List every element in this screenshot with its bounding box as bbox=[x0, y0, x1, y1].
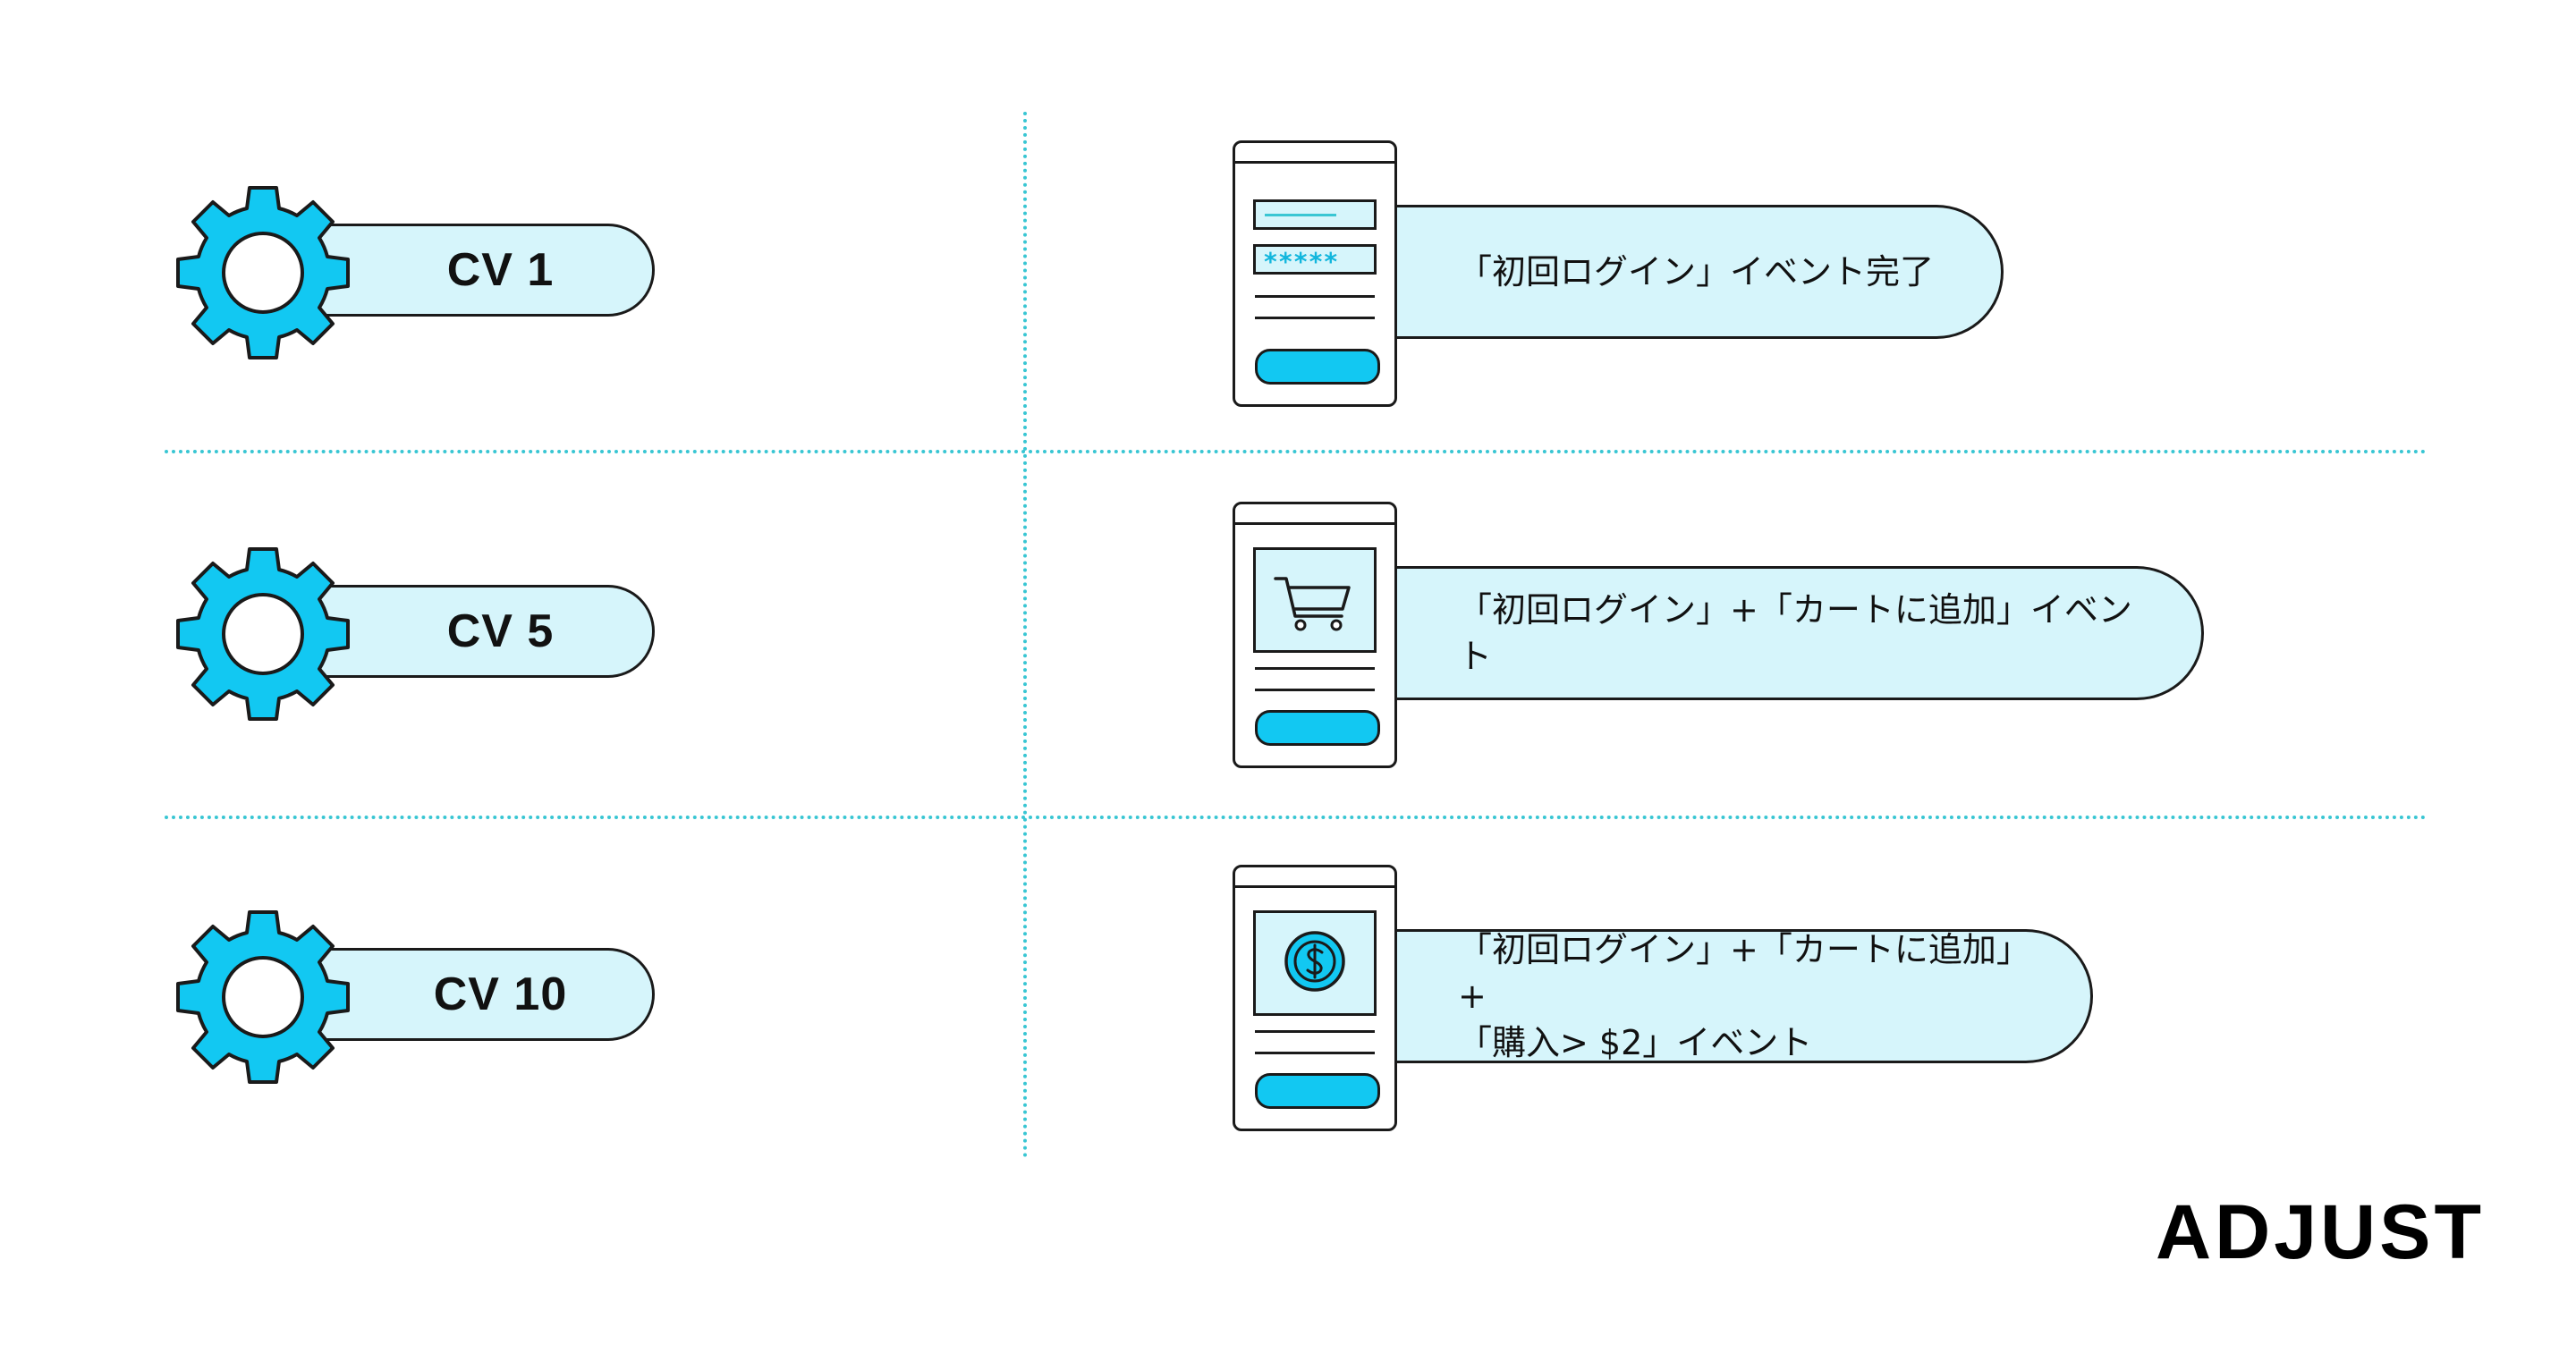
phone-status-bar bbox=[1235, 522, 1394, 525]
gear-icon bbox=[176, 547, 350, 721]
login-button-graphic bbox=[1255, 349, 1380, 385]
event-pill: 「初回ログイン」+「カートに追加」+ 「購入> $2」イベント bbox=[1386, 929, 2093, 1063]
gear-icon bbox=[176, 910, 350, 1084]
cart-screen bbox=[1253, 547, 1377, 653]
dollar-coin-icon bbox=[1233, 865, 1397, 1131]
horizontal-divider-1 bbox=[165, 450, 2428, 453]
checkout-button-graphic bbox=[1255, 710, 1380, 746]
cv-label: CV 1 bbox=[446, 244, 555, 296]
phone-status-bar bbox=[1235, 161, 1394, 164]
conversion-row-1: CV 1 「初回ログイン」イベント完了 ***** bbox=[0, 112, 2576, 434]
adjust-logo: ADJUST bbox=[2156, 1189, 2504, 1275]
username-underline bbox=[1265, 214, 1336, 216]
text-line bbox=[1255, 689, 1375, 691]
payment-screen bbox=[1253, 910, 1377, 1016]
event-text-line: 「初回ログイン」イベント完了 bbox=[1458, 252, 1935, 292]
purchase-button-graphic bbox=[1255, 1073, 1380, 1109]
text-line bbox=[1255, 1030, 1375, 1033]
vertical-divider bbox=[1023, 112, 1027, 1158]
login-form-icon: ***** bbox=[1233, 140, 1397, 407]
event-text-line: 「初回ログイン」+「カートに追加」イベント bbox=[1458, 590, 2132, 676]
cv-label: CV 5 bbox=[446, 605, 555, 657]
event-text-line: 「購入> $2」イベント bbox=[1458, 1023, 1813, 1062]
horizontal-divider-2 bbox=[165, 816, 2428, 819]
event-pill: 「初回ログイン」+「カートに追加」イベント bbox=[1386, 566, 2204, 700]
conversion-row-3: CV 10 「初回ログイン」+「カートに追加」+ 「購入> $2」イベント bbox=[0, 836, 2576, 1158]
gear-icon bbox=[176, 186, 350, 359]
text-line bbox=[1255, 1052, 1375, 1054]
logo-text: ADJUST bbox=[2156, 1188, 2486, 1275]
password-field-graphic: ***** bbox=[1253, 244, 1377, 276]
text-line bbox=[1255, 317, 1375, 319]
password-mask: ***** bbox=[1263, 247, 1339, 276]
cv-label-pill: CV 10 bbox=[313, 948, 655, 1041]
conversion-row-2: CV 5 「初回ログイン」+「カートに追加」イベント bbox=[0, 473, 2576, 795]
username-field-graphic bbox=[1253, 199, 1377, 230]
cv-label-pill: CV 1 bbox=[313, 224, 655, 317]
event-text-line: 「初回ログイン」+「カートに追加」+ bbox=[1458, 930, 2030, 1016]
shopping-cart-icon bbox=[1233, 502, 1397, 768]
cv-label: CV 10 bbox=[433, 968, 568, 1020]
event-pill: 「初回ログイン」イベント完了 bbox=[1386, 205, 2004, 339]
dollar-icon bbox=[1284, 931, 1345, 992]
text-line bbox=[1255, 295, 1375, 298]
text-line bbox=[1255, 667, 1375, 670]
cv-label-pill: CV 5 bbox=[313, 585, 655, 678]
phone-status-bar bbox=[1235, 885, 1394, 888]
cart-icon bbox=[1274, 577, 1351, 631]
